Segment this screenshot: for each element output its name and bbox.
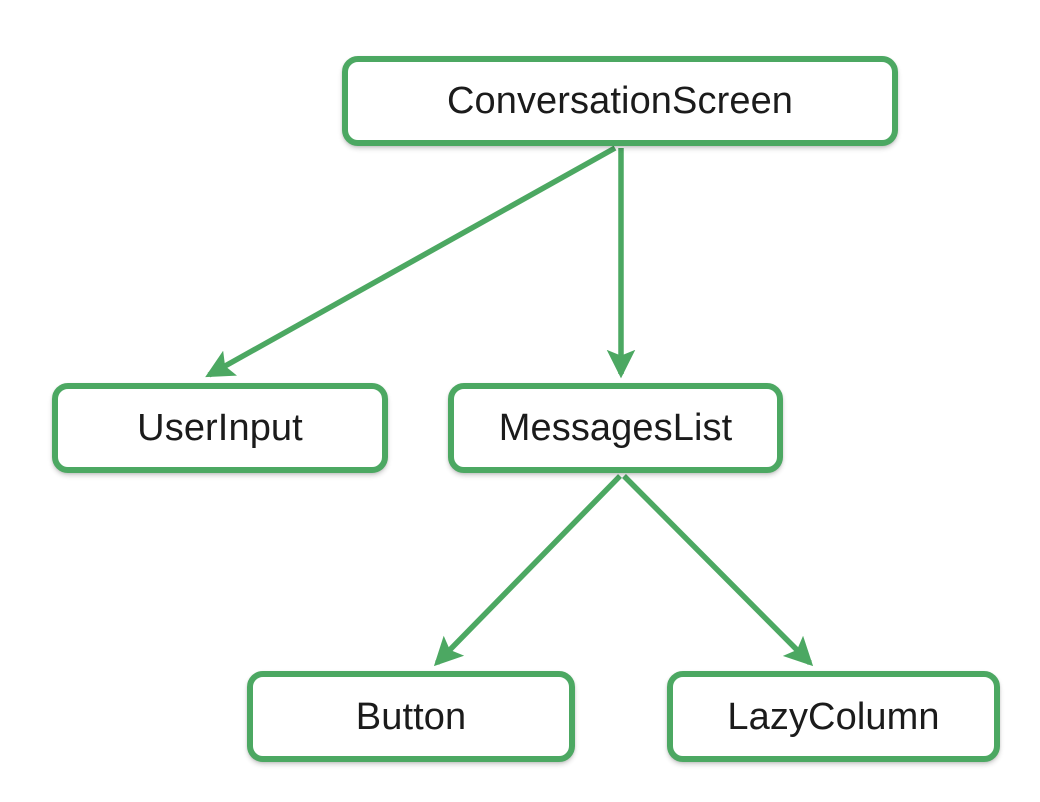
node-lazycolumn[interactable]: LazyColumn <box>667 671 1000 762</box>
node-label: LazyColumn <box>727 695 940 738</box>
edge-conversationscreen-to-userinput <box>205 145 617 378</box>
node-label: ConversationScreen <box>446 80 794 122</box>
node-label: Button <box>355 695 467 738</box>
edge-messageslist-to-lazycolumn <box>622 474 814 667</box>
node-userinput[interactable]: UserInput <box>52 383 388 473</box>
node-button[interactable]: Button <box>247 671 575 762</box>
node-conversationscreen[interactable]: ConversationScreen <box>342 56 898 146</box>
edge-messageslist-to-button <box>433 474 622 667</box>
node-messageslist[interactable]: MessagesList <box>448 383 783 473</box>
node-label: UserInput <box>137 407 303 449</box>
node-label: MessagesList <box>498 407 733 449</box>
